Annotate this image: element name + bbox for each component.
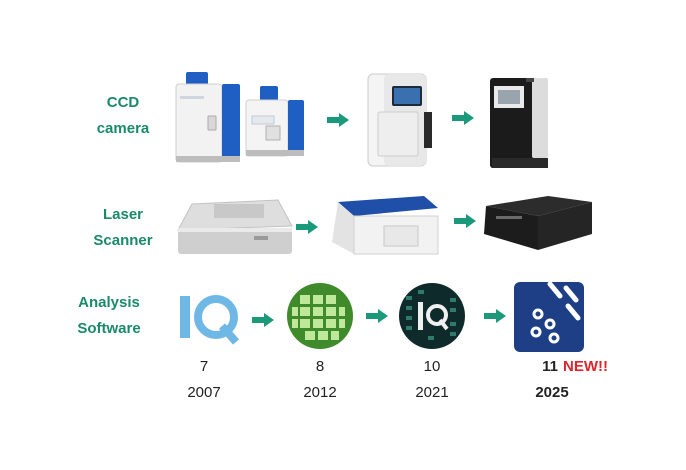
laser-scanner-label: Laser Scanner xyxy=(58,202,188,254)
arrow-right-icon xyxy=(366,309,388,323)
laser-scanner-1 xyxy=(177,199,293,254)
arrow-right-icon xyxy=(454,214,476,228)
year-2012: 2012 xyxy=(303,384,337,401)
version-11: 11 xyxy=(542,358,558,375)
ccd-label-line1: CCD xyxy=(106,94,140,111)
ccd-imager-3 xyxy=(367,73,432,167)
laser-label-line1: Laser xyxy=(102,206,144,223)
arrow-right-icon xyxy=(484,309,506,323)
laser-scanner-2 xyxy=(332,196,439,255)
year-2025: 2025 xyxy=(535,384,569,401)
iq-logo-icon xyxy=(180,295,240,345)
new-badge: NEW!! xyxy=(563,358,608,375)
analysis-software-label: Analysis Software xyxy=(44,290,174,342)
software-label-line1: Analysis xyxy=(78,294,140,311)
ccd-imager-4 xyxy=(490,78,548,168)
version-10: 10 xyxy=(423,358,441,375)
ccd-label-line2: camera xyxy=(96,120,150,137)
ccd-camera-label: CCD camera xyxy=(58,90,188,142)
ccd-imager-1 xyxy=(175,72,240,163)
laser-scanner-3 xyxy=(484,196,592,250)
version-8: 8 xyxy=(315,358,325,375)
version-7: 7 xyxy=(199,358,209,375)
laser-label-line2: Scanner xyxy=(93,232,153,249)
software-label-line2: Software xyxy=(77,320,141,337)
arrow-right-icon xyxy=(452,111,474,125)
arrow-right-icon xyxy=(252,313,274,327)
green-grid-icon xyxy=(287,283,353,349)
iq-dark-gel-icon xyxy=(399,283,465,349)
arrow-right-icon xyxy=(327,113,349,127)
ccd-imager-2 xyxy=(245,86,304,157)
year-2007: 2007 xyxy=(187,384,221,401)
arrow-right-icon xyxy=(296,220,318,234)
blue-dots-icon xyxy=(514,282,584,352)
year-2021: 2021 xyxy=(415,384,449,401)
